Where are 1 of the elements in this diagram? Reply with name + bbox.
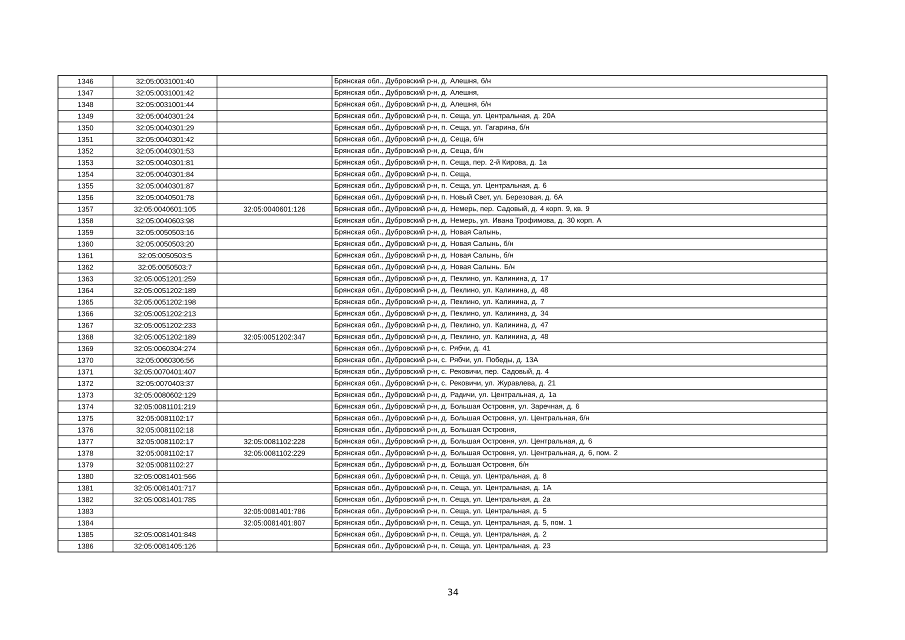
page-number: 34 (448, 588, 458, 596)
